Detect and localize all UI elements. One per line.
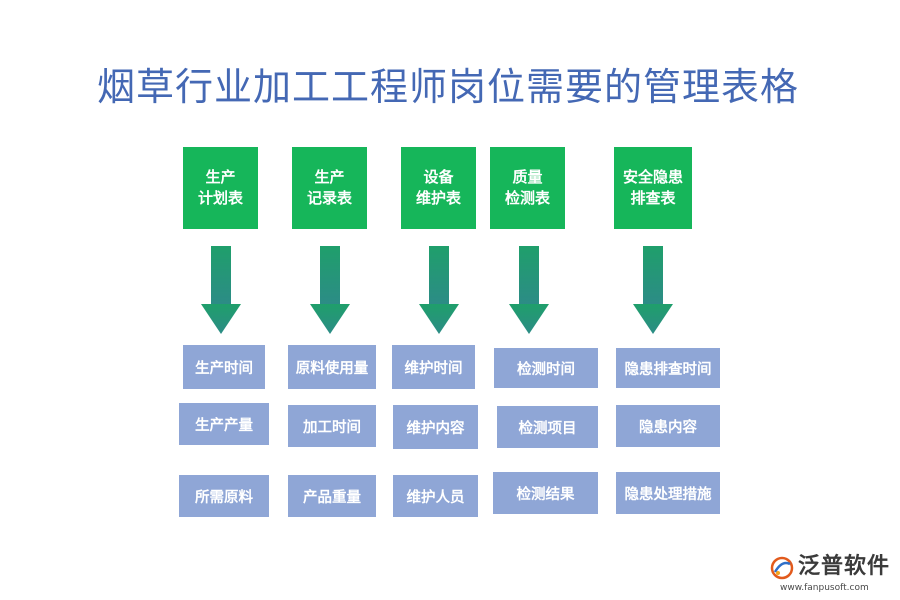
table-cell: 检测项目 bbox=[497, 406, 598, 448]
brand-name: 泛普软件 bbox=[798, 554, 891, 579]
header-box-1: 生产 计划表 bbox=[183, 147, 258, 229]
table-cell: 生产产量 bbox=[179, 403, 269, 445]
table-cell: 检测时间 bbox=[494, 348, 598, 388]
table-cell: 隐患处理措施 bbox=[616, 472, 720, 514]
table-cell: 生产时间 bbox=[183, 345, 265, 389]
header-box-4: 质量 检测表 bbox=[490, 147, 565, 229]
down-arrow-icon bbox=[201, 246, 241, 334]
table-cell: 隐患排查时间 bbox=[616, 348, 720, 388]
header-box-3: 设备 维护表 bbox=[401, 147, 476, 229]
table-cell: 原料使用量 bbox=[288, 345, 376, 389]
header-box-5: 安全隐患 排查表 bbox=[614, 147, 692, 229]
page-title: 烟草行业加工工程师岗位需要的管理表格 bbox=[97, 65, 800, 109]
brand-logo-icon bbox=[770, 556, 794, 580]
table-cell: 所需原料 bbox=[179, 475, 269, 517]
brand-url: www.fanpusoft.com bbox=[780, 583, 869, 593]
table-cell: 维护时间 bbox=[392, 345, 475, 389]
table-cell: 维护人员 bbox=[393, 475, 478, 517]
table-cell: 产品重量 bbox=[288, 475, 376, 517]
table-cell: 维护内容 bbox=[393, 405, 478, 449]
down-arrow-icon bbox=[633, 246, 673, 334]
table-cell: 检测结果 bbox=[493, 472, 598, 514]
down-arrow-icon bbox=[419, 246, 459, 334]
down-arrow-icon bbox=[310, 246, 350, 334]
down-arrow-icon bbox=[509, 246, 549, 334]
table-cell: 加工时间 bbox=[288, 405, 376, 447]
header-box-2: 生产 记录表 bbox=[292, 147, 367, 229]
table-cell: 隐患内容 bbox=[616, 405, 720, 447]
